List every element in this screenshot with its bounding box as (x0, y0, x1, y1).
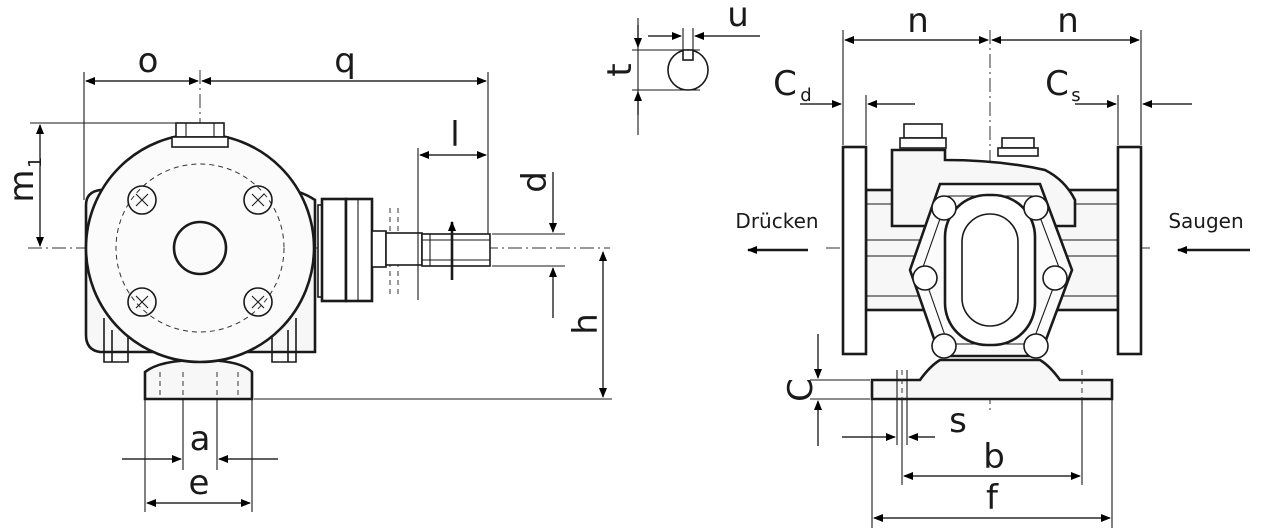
svg-text:C: C (1045, 64, 1069, 104)
round-cover (84, 132, 316, 364)
label-n-left: n (907, 1, 929, 41)
label-m1: m 1 (2, 157, 46, 203)
label-t: t (600, 63, 640, 76)
hex-bolts (912, 195, 1068, 359)
label-c: C (781, 378, 821, 402)
svg-text:d: d (800, 85, 811, 106)
discharge-flange (841, 145, 868, 356)
center-boss (172, 220, 228, 276)
shaft (421, 221, 491, 280)
top-plugs (899, 123, 1039, 157)
top-plug (171, 122, 229, 148)
label-b: b (983, 437, 1005, 477)
svg-text:s: s (1071, 85, 1080, 106)
coupling (317, 197, 423, 303)
label-o: o (138, 41, 159, 81)
label-a: a (190, 419, 211, 459)
side-view: o q m 1 l d h a (2, 41, 612, 512)
rib-left (103, 318, 129, 363)
suction-flange (1116, 145, 1143, 356)
label-f: f (986, 478, 999, 518)
shaft-key-detail: t u (600, 0, 760, 135)
label-n-right: n (1057, 1, 1079, 41)
rib-right (271, 318, 297, 363)
svg-text:d: d (515, 171, 555, 193)
bolt-circle (115, 163, 285, 333)
label-u: u (727, 0, 749, 35)
label-h: h (566, 313, 606, 335)
svg-text:m: m (2, 169, 42, 202)
cover-bolts (127, 185, 273, 317)
key (682, 49, 694, 61)
label-inlet: Saugen (1168, 209, 1243, 233)
label-s: s (949, 401, 967, 441)
svg-text:1: 1 (25, 157, 46, 168)
label-cs: C s (1045, 64, 1081, 106)
svg-text:C: C (781, 378, 821, 402)
label-d: d (515, 171, 555, 193)
front-view: Drücken Saugen n n C d C s C (735, 1, 1250, 528)
svg-text:t: t (600, 63, 640, 76)
svg-text:C: C (773, 64, 797, 104)
label-cd: C d (773, 64, 812, 106)
front-foot (870, 358, 1114, 401)
mounting-foot (143, 358, 254, 401)
svg-text:h: h (566, 313, 606, 335)
label-l: l (450, 115, 459, 155)
label-e: e (189, 463, 210, 503)
label-outlet: Drücken (735, 209, 818, 233)
label-q: q (334, 41, 356, 81)
